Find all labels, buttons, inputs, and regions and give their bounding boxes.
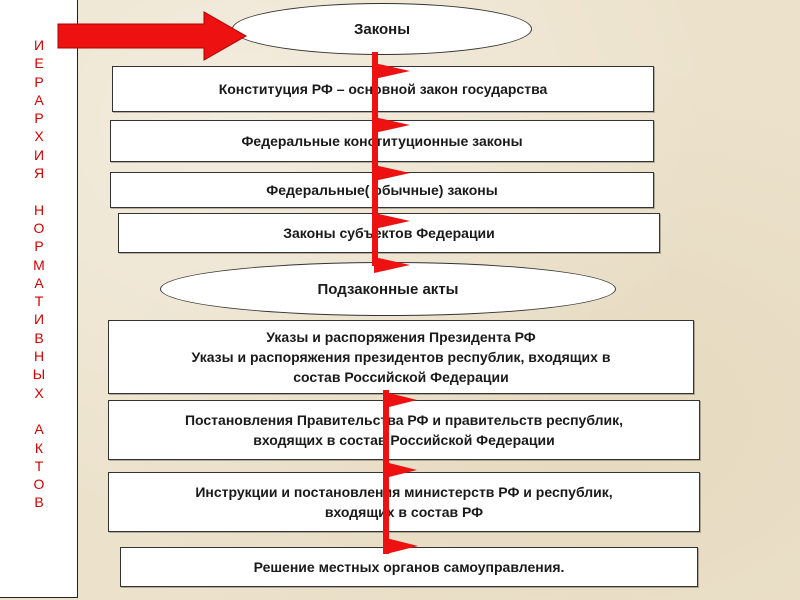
- red-flag-icon: [374, 63, 410, 79]
- laws-header: Законы: [232, 3, 532, 55]
- sublaw-line: состав Российской Федерации: [293, 369, 509, 385]
- vertical-title-letter: Е: [34, 55, 44, 72]
- law-box-federal-ordinary: Федеральные( обычные) законы: [110, 172, 654, 208]
- connector-line-laws: [372, 52, 378, 266]
- vertical-title-letter: А: [34, 421, 44, 438]
- red-flag-icon: [374, 117, 410, 133]
- vertical-title-letter: Р: [34, 238, 44, 255]
- sublaws-header: Подзаконные акты: [160, 262, 616, 316]
- laws-header-label: Законы: [353, 20, 411, 38]
- red-flag-icon: [385, 462, 417, 478]
- vertical-title-letter: Н: [33, 348, 45, 365]
- sublaw-line: входящих в состав РФ: [324, 504, 484, 520]
- vertical-title-letter: Т: [34, 293, 44, 310]
- vertical-title-letter: Р: [34, 110, 44, 127]
- vertical-title-letter: И: [33, 311, 45, 328]
- sublaw-line: Решение местных органов самоуправления.: [253, 559, 565, 575]
- law-label: Конституция РФ – основной закон государс…: [218, 81, 548, 97]
- vertical-title-letter: М: [33, 256, 45, 273]
- vertical-title-letter: О: [33, 219, 45, 236]
- red-flag-icon: [374, 257, 410, 273]
- vertical-title-letter: И: [33, 37, 45, 53]
- sublaw-box-government: Постановления Правительства РФ и правите…: [108, 400, 700, 460]
- vertical-title-letter: В: [34, 494, 44, 511]
- red-flag-icon: [374, 165, 410, 181]
- vertical-title-letter: А: [34, 91, 44, 108]
- sublaw-box-president: Указы и распоряжения Президента РФ Указы…: [108, 320, 694, 394]
- sublaw-line: входящих в состав Российской Федерации: [253, 432, 555, 448]
- vertical-title-letter: Х: [34, 128, 44, 145]
- sublaw-line: Указы и распоряжения президентов республ…: [191, 349, 611, 365]
- sublaw-line: Постановления Правительства РФ и правите…: [184, 412, 624, 428]
- vertical-title-letter: О: [33, 476, 45, 493]
- vertical-title-letter: Н: [33, 201, 45, 218]
- vertical-title-letter: Р: [34, 73, 44, 90]
- vertical-title-letter: Я: [33, 165, 45, 182]
- sublaw-box-ministries: Инструкции и постановления министерств Р…: [108, 472, 700, 532]
- sublaw-box-local: Решение местных органов самоуправления.: [120, 547, 698, 587]
- sublaws-header-label: Подзаконные акты: [317, 280, 459, 298]
- big-right-arrow-icon: [57, 11, 248, 61]
- vertical-title-letter: И: [33, 146, 45, 163]
- law-label: Федеральные( обычные) законы: [266, 182, 498, 198]
- vertical-title-letter: Т: [34, 457, 44, 474]
- sublaw-line: Инструкции и постановления министерств Р…: [195, 484, 613, 500]
- vertical-title-letter: В: [34, 329, 44, 346]
- red-flag-icon: [374, 213, 410, 229]
- vertical-title-letter: А: [34, 274, 44, 291]
- sublaw-line: Указы и распоряжения Президента РФ: [266, 329, 536, 345]
- law-box-subjects: Законы субъектов Федерации: [118, 213, 660, 253]
- vertical-title-letter: К: [34, 439, 44, 456]
- red-flag-icon: [385, 392, 417, 408]
- law-label: Федеральные конституционные законы: [241, 133, 523, 149]
- vertical-title-letter: Ы: [32, 366, 46, 383]
- vertical-title-letter: Х: [34, 384, 44, 401]
- flags: [374, 63, 418, 554]
- law-label: Законы субъектов Федерации: [283, 225, 495, 241]
- red-flag-icon: [386, 538, 418, 554]
